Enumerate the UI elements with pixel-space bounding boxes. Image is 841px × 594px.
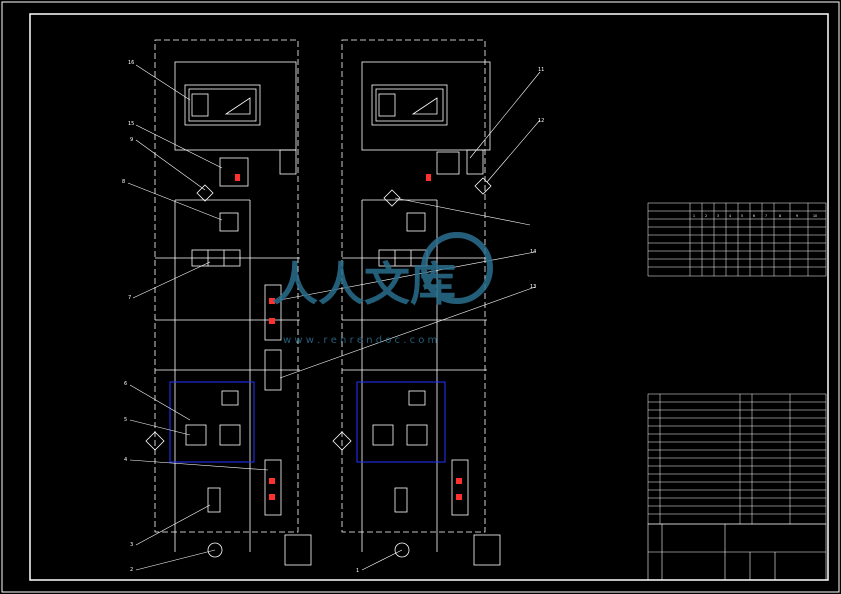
callout-6: 6 [124,381,127,387]
left-actuator-symbol [224,97,251,115]
watermark-logo-ring [421,232,493,304]
right-red-markers [426,174,462,500]
callout-13: 13 [530,284,536,290]
left-group-valve-b [219,424,241,446]
callout-15: 15 [128,121,134,127]
schedule-col-10: 10 [813,214,817,218]
callout-4: 4 [124,457,127,463]
left-check-valve [219,212,239,232]
right-junction-diamond [383,189,401,207]
left-pump-valve [207,487,221,513]
schedule-col-6: 6 [753,214,755,218]
callout-11: 11 [538,67,544,73]
callout-1: 1 [356,568,359,574]
right-cylinder [378,93,396,117]
callout-16: 16 [128,60,134,66]
inner-border [29,13,829,581]
schedule-col-5: 5 [741,214,743,218]
right-pump [394,542,410,558]
left-blue-group [169,381,255,463]
left-junction-diamond [196,184,214,202]
watermark: 人人文库 w w w . r e n r e n d o c . c o m [272,232,493,346]
callout-labels: 16 15 9 8 7 6 5 4 3 2 11 12 14 13 1 [122,60,544,574]
schedule-col-1: 1 [693,214,695,218]
callout-3: 3 [130,542,133,548]
watermark-url: w w w . r e n r e n d o c . c o m [283,335,437,346]
schedule-table [647,202,827,277]
right-filter-diamond-top [474,177,492,195]
parts-list [647,393,827,525]
right-filter-diamond [332,431,352,451]
schedule-col-7: 7 [765,214,767,218]
right-valve-10 [436,151,460,175]
left-stack-valve-upper [264,284,282,341]
callout-5: 5 [124,417,127,423]
left-filter-diamond [145,431,165,451]
left-circuit [145,39,312,566]
schedule-col-4: 4 [729,214,731,218]
right-blue-group [356,381,446,463]
right-actuator-symbol [411,97,438,115]
right-motor-frame [361,61,491,151]
left-stack-valve-mid [264,349,282,391]
callout-12: 12 [538,118,544,124]
schedule-col-3: 3 [717,214,719,218]
right-actuator-outer [371,84,448,126]
schedule-header: 1 2 3 4 5 6 7 8 9 10 [693,214,817,218]
left-pump [207,542,223,558]
left-red-markers [235,174,275,500]
left-group-valve-a [185,424,207,446]
left-solenoid-valve [279,149,297,175]
schedule-col-9: 9 [796,214,798,218]
callout-9: 9 [130,137,133,143]
right-tank-box [473,534,501,566]
schedule-col-8: 8 [779,214,781,218]
callout-14: 14 [530,249,536,255]
left-cylinder [191,93,209,117]
right-stack-valve-lower [451,459,469,516]
left-group-valve-top [221,390,239,406]
left-actuator-outer [184,84,261,126]
callout-8: 8 [122,179,125,185]
left-dashed-boundary [154,39,299,533]
left-motor-frame [174,61,297,151]
right-pump-valve [394,487,408,513]
leader-lines [127,64,541,571]
callout-2: 2 [130,567,133,573]
left-actuator-inner [188,88,257,122]
watermark-logo-text: 人人文库 [272,257,456,311]
left-stack-valve-lower [264,459,282,516]
title-block [647,523,827,581]
right-check-valve [406,212,426,232]
left-tank-box [284,534,312,566]
right-actuator-inner [375,88,444,122]
callout-7: 7 [128,295,131,301]
right-solenoid-valve [466,149,484,175]
left-valve-10 [219,157,249,187]
schedule-col-2: 2 [705,214,707,218]
